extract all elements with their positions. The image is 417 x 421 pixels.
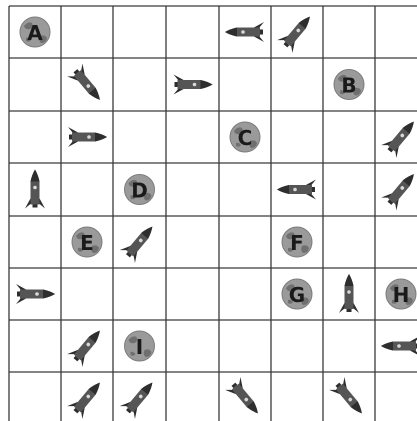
grid-cell[interactable] (166, 268, 219, 320)
grid-cell[interactable] (271, 372, 323, 421)
grid-cell[interactable] (271, 111, 323, 163)
planet-c[interactable]: C (230, 122, 260, 152)
grid-cell[interactable] (375, 372, 417, 421)
planet-label: I (136, 335, 143, 359)
grid-cell[interactable] (375, 216, 417, 268)
grid-cell[interactable] (166, 163, 219, 216)
grid-cells (9, 6, 417, 421)
grid-cell[interactable] (219, 58, 271, 111)
planet-label: F (290, 231, 304, 255)
planet-label: A (27, 21, 43, 45)
grid-cell[interactable] (113, 268, 166, 320)
grid-cell[interactable] (166, 111, 219, 163)
grid-cell[interactable] (323, 163, 375, 216)
grid-cell[interactable] (113, 6, 166, 58)
planet-label: E (80, 231, 94, 255)
grid-cell[interactable] (166, 372, 219, 421)
grid-cell[interactable] (61, 6, 113, 58)
grid-cell[interactable] (323, 216, 375, 268)
planet-label: C (238, 126, 253, 150)
grid-cell[interactable] (219, 320, 271, 372)
grid-cell[interactable] (271, 58, 323, 111)
grid-cell[interactable] (113, 58, 166, 111)
grid-cell[interactable] (9, 58, 61, 111)
planet-b[interactable]: B (334, 70, 364, 100)
grid-cell[interactable] (9, 372, 61, 421)
grid-cell[interactable] (166, 320, 219, 372)
planet-a[interactable]: A (20, 17, 50, 47)
planet-label: B (341, 74, 356, 98)
planet-f[interactable]: F (282, 227, 312, 257)
grid-cell[interactable] (271, 320, 323, 372)
planet-e[interactable]: E (72, 227, 102, 257)
grid-cell[interactable] (166, 216, 219, 268)
grid-cell[interactable] (166, 6, 219, 58)
grid-cell[interactable] (375, 58, 417, 111)
grid-cell[interactable] (219, 163, 271, 216)
planet-d[interactable]: D (125, 175, 155, 205)
planet-g[interactable]: G (282, 279, 312, 309)
grid-cell[interactable] (113, 111, 166, 163)
planet-h[interactable]: H (386, 279, 416, 309)
planet-label: D (131, 179, 148, 203)
planet-i[interactable]: I (125, 331, 155, 361)
planet-label: G (289, 283, 305, 307)
grid-cell[interactable] (375, 6, 417, 58)
grid-cell[interactable] (61, 163, 113, 216)
grid-cell[interactable] (9, 320, 61, 372)
grid-cell[interactable] (323, 320, 375, 372)
planet-label: H (393, 283, 410, 307)
grid-cell[interactable] (219, 216, 271, 268)
grid-cell[interactable] (323, 111, 375, 163)
grid-cell[interactable] (61, 268, 113, 320)
grid-cell[interactable] (9, 216, 61, 268)
grid-cell[interactable] (9, 111, 61, 163)
grid-cell[interactable] (323, 6, 375, 58)
grid-cell[interactable] (219, 268, 271, 320)
